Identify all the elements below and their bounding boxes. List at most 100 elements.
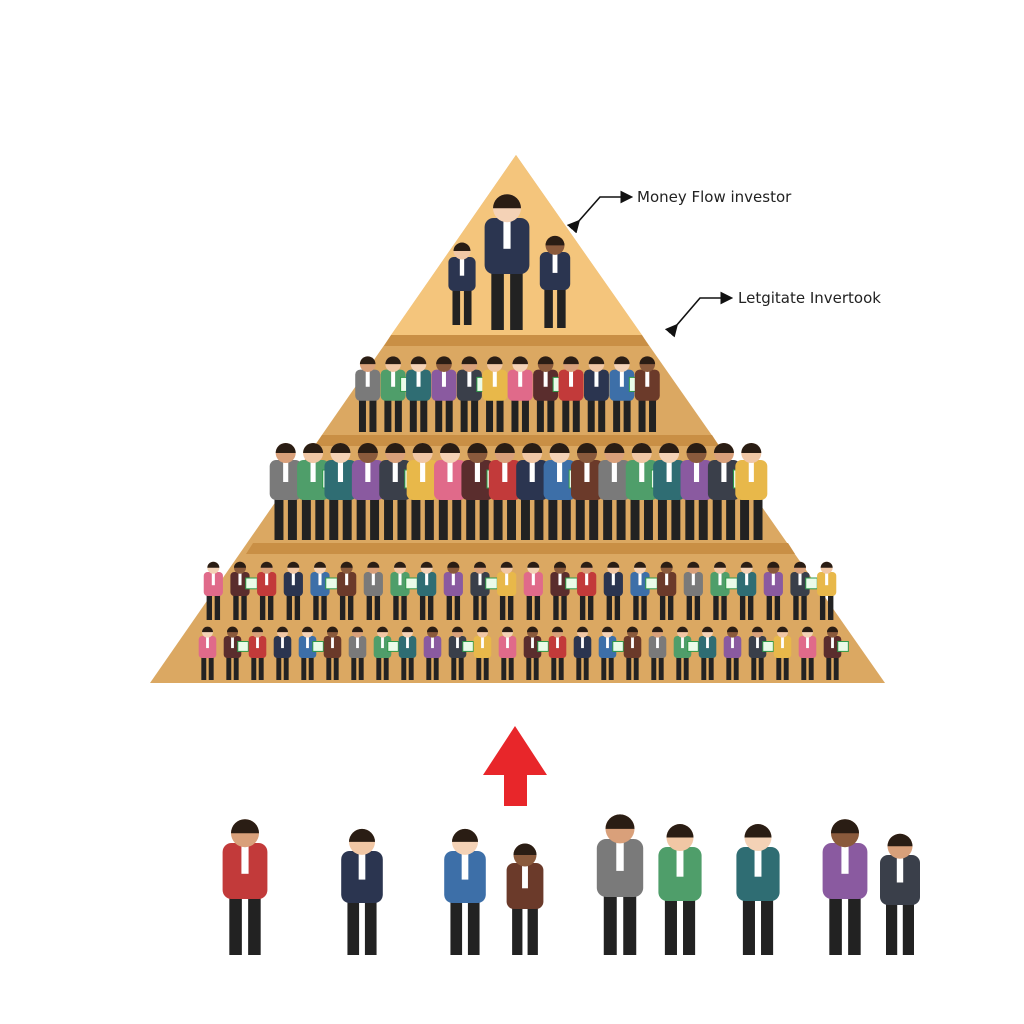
person-icon (596, 814, 644, 955)
person-icon (203, 561, 223, 620)
person-icon (573, 626, 592, 680)
person-icon (516, 443, 549, 540)
banknote-icon (837, 641, 849, 652)
person-icon (748, 626, 774, 680)
person-icon (880, 833, 920, 955)
person-icon (341, 828, 383, 955)
banknote-icon (462, 641, 474, 652)
banknote-icon (405, 577, 418, 590)
person-icon (558, 356, 584, 432)
person-icon (598, 626, 624, 680)
person-icon (248, 626, 267, 680)
person-icon (310, 561, 338, 620)
person-icon (380, 356, 417, 432)
person-icon (324, 443, 357, 540)
person-icon (448, 242, 476, 325)
person-icon (417, 561, 437, 620)
person-icon (737, 561, 757, 620)
person-icon (790, 561, 818, 620)
person-icon (230, 561, 258, 620)
banknote-icon (725, 577, 738, 590)
banknote-icon (245, 577, 258, 590)
person-icon (390, 561, 418, 620)
person-icon (482, 356, 508, 432)
person-icon (598, 443, 631, 540)
person-icon (723, 626, 742, 680)
person-icon (623, 626, 642, 680)
person-icon (488, 443, 521, 540)
person-icon (198, 626, 217, 680)
banknote-icon (537, 641, 549, 652)
person-icon (683, 561, 703, 620)
banknote-icon (237, 641, 249, 652)
person-icon (298, 626, 324, 680)
pointer-arrow-icon (664, 291, 734, 338)
person-icon (222, 819, 268, 955)
person-icon (406, 356, 432, 432)
banknote-icon (565, 577, 578, 590)
person-icon (817, 561, 837, 620)
person-icon (710, 561, 738, 620)
shelf-1 (384, 335, 649, 346)
shelf-3 (246, 543, 795, 554)
person-icon (736, 824, 780, 955)
person-icon (583, 356, 609, 432)
banknote-icon (805, 577, 818, 590)
person-icon (456, 356, 493, 432)
person-icon (498, 626, 517, 680)
person-icon (539, 235, 571, 328)
person-icon (406, 443, 439, 540)
person-icon (497, 561, 517, 620)
banknote-icon (485, 577, 498, 590)
person-icon (506, 843, 544, 955)
person-icon (673, 626, 699, 680)
label-money-flow-investor: Money Flow investor (637, 188, 792, 206)
banknote-icon (612, 641, 624, 652)
person-icon (283, 561, 303, 620)
person-icon (577, 561, 597, 620)
pointer-arrow-icon (566, 190, 634, 234)
person-icon (323, 626, 342, 680)
person-icon (423, 626, 442, 680)
person-icon (603, 561, 623, 620)
shelf-2 (315, 435, 719, 446)
person-icon (431, 356, 457, 432)
person-icon (355, 356, 381, 432)
person-icon (822, 819, 868, 955)
person-icon (735, 443, 768, 540)
person-icon (398, 626, 417, 680)
banknote-icon (325, 577, 338, 590)
banknote-icon (312, 641, 324, 652)
person-icon (348, 626, 367, 680)
people-group (198, 194, 920, 955)
person-icon (351, 443, 384, 540)
person-icon (257, 561, 277, 620)
person-icon (630, 561, 658, 620)
person-icon (798, 626, 817, 680)
person-icon (473, 626, 492, 680)
person-icon (269, 443, 302, 540)
person-icon (363, 561, 383, 620)
person-icon (634, 356, 660, 432)
person-icon (763, 561, 783, 620)
person-icon (443, 561, 463, 620)
person-icon (337, 561, 357, 620)
person-icon (444, 828, 486, 955)
label-legitimate-investor: Letgitate Invertook (738, 289, 881, 307)
banknote-icon (387, 641, 399, 652)
arrow-up-icon (483, 726, 547, 806)
person-icon (680, 443, 713, 540)
person-icon (653, 443, 686, 540)
person-icon (698, 626, 717, 680)
person-icon (570, 443, 603, 540)
banknote-icon (762, 641, 774, 652)
person-icon (523, 561, 543, 620)
person-icon (223, 626, 249, 680)
person-icon (773, 626, 792, 680)
person-icon (523, 626, 549, 680)
person-icon (507, 356, 533, 432)
person-icon (658, 824, 702, 955)
person-icon (823, 626, 849, 680)
